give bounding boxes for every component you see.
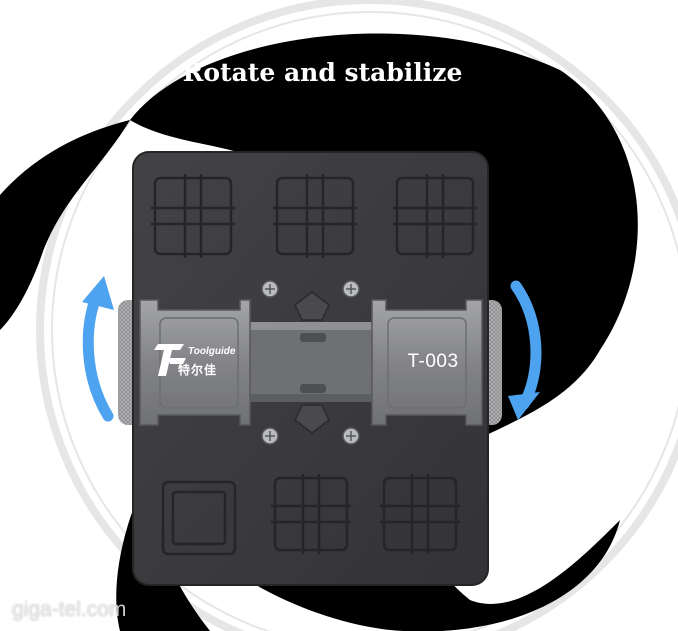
brand-name-english: Toolguide: [188, 346, 236, 357]
headline: Rotate and stabilize: [182, 58, 463, 87]
black-swirl-tail: [0, 120, 130, 330]
watermark: giga-tel.com: [12, 598, 127, 621]
model-number: T-003: [407, 351, 459, 372]
clamp-block-right: [371, 299, 483, 426]
chip-pocket-grid-bottom: [161, 474, 460, 556]
screw: [261, 280, 279, 298]
screw: [342, 427, 360, 445]
background-rings: [36, 0, 678, 631]
chip-pocket-grid-top: [151, 174, 477, 258]
screw: [342, 280, 360, 298]
rotate-counterclockwise-arrow-icon: [82, 276, 114, 422]
toolguide-logo-icon: [154, 344, 186, 376]
rotate-clockwise-arrow-icon: [508, 280, 542, 420]
brand-name-chinese: 特尔佳: [178, 363, 218, 377]
screw: [261, 427, 279, 445]
clamp-block-left: [139, 299, 251, 426]
